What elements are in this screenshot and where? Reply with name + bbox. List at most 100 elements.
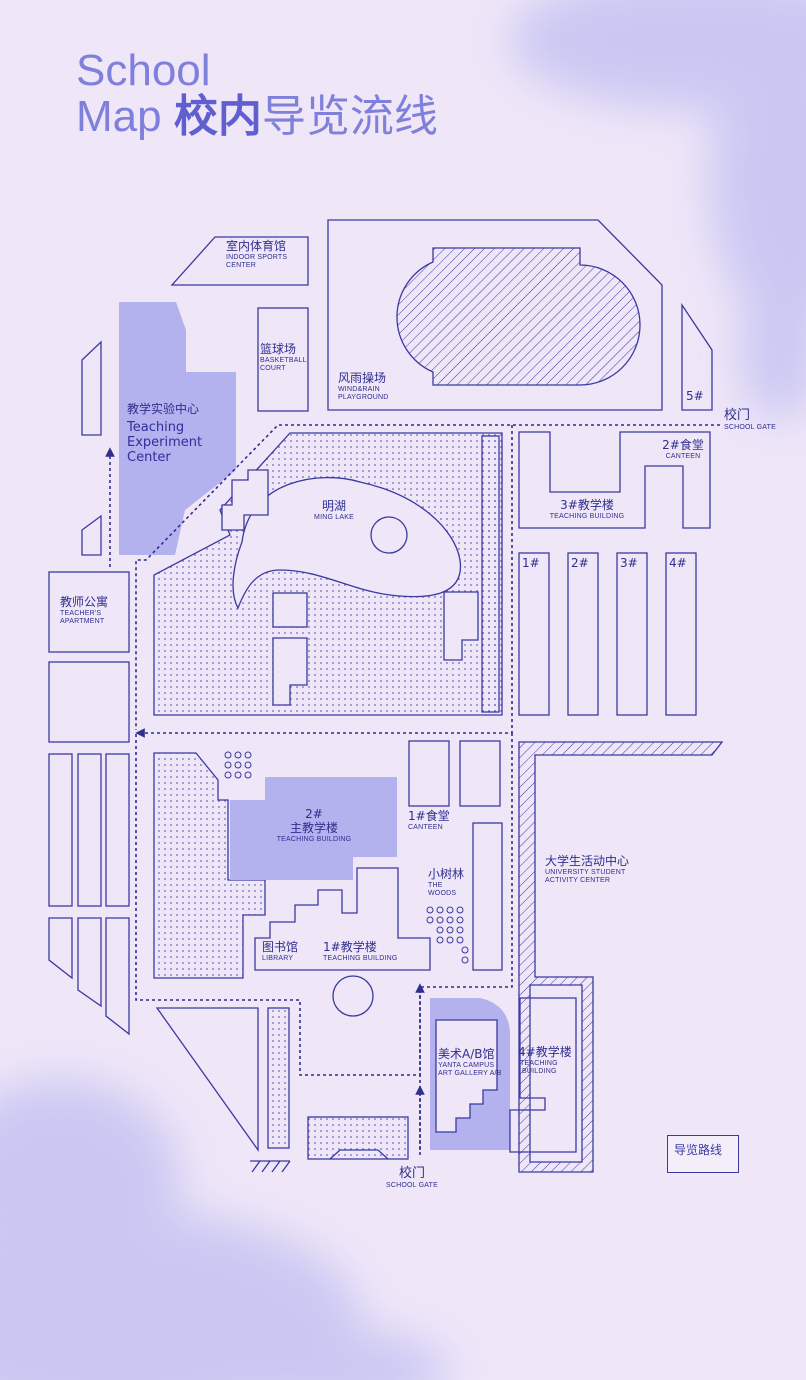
left-row-5	[77, 917, 102, 1008]
gate-building	[307, 1116, 409, 1160]
en: BUILDING	[522, 1067, 557, 1075]
zh: 校门	[724, 408, 751, 423]
en: Center	[127, 449, 171, 465]
label-student-center: 大学生活动中心 UNIVERSITY STUDENT ACTIVITY CENT…	[545, 854, 630, 885]
lake-pavilion	[272, 592, 308, 628]
zh: 3#教学楼	[560, 498, 614, 512]
label-dorm-3: 3#	[620, 556, 638, 570]
en: TEACHING BUILDING	[323, 954, 398, 962]
left-row-4	[48, 917, 73, 980]
label-playground: 风雨操场 WIND&RAIN PLAYGROUND	[338, 371, 389, 402]
tree-column	[481, 435, 500, 713]
label-art-gallery: 美术A/B馆 YANTA CAMPUS ART GALLERY A/B	[438, 1047, 502, 1078]
title-line-1: School	[76, 46, 211, 95]
zh: 2#食堂	[662, 438, 704, 452]
en: LIBRARY	[262, 954, 294, 962]
main-teaching-building-2	[230, 777, 397, 880]
label-basketball: 篮球场 BASKETBALL COURT	[260, 342, 307, 373]
left-row-3	[105, 753, 130, 907]
lake-island	[370, 516, 408, 554]
building-5	[681, 302, 713, 411]
label-teaching-building-3: 3#教学楼 TEACHING BUILDING	[549, 498, 625, 521]
left-row-1	[48, 753, 73, 907]
dorm-4	[665, 552, 697, 716]
zh: 美术A/B馆	[438, 1047, 495, 1061]
dorm-1	[518, 552, 550, 716]
student-activity-center	[518, 741, 724, 1173]
en: APARTMENT	[60, 617, 105, 625]
label-dorm-4: 4#	[669, 556, 687, 570]
en: THE	[428, 881, 443, 889]
title-bold-word: 校内	[173, 92, 262, 141]
label-gate-south: 校门 SCHOOL GATE	[386, 1166, 438, 1190]
zh: 主教学楼	[289, 820, 339, 835]
teaching-experiment-center	[119, 302, 236, 555]
basketball-court	[257, 307, 309, 412]
en: SCHOOL GATE	[386, 1181, 438, 1189]
lake-building-a	[272, 637, 308, 706]
en: TEACHING	[520, 1059, 558, 1067]
label-indoor-sports: 室内体育馆 INDOOR SPORTS CENTER	[226, 239, 288, 270]
title-map-word: Map	[76, 92, 162, 141]
en: UNIVERSITY STUDENT	[545, 868, 626, 876]
label-teaching-building-4: 4#教学楼 TEACHING BUILDING	[518, 1045, 572, 1076]
library-plaza	[332, 975, 374, 1017]
left-small-building-1	[81, 340, 102, 436]
en: CANTEEN	[408, 823, 443, 831]
playground-outline	[327, 219, 663, 411]
label-canteen-2: 2#食堂 CANTEEN	[662, 438, 704, 461]
teaching-building-4	[509, 997, 577, 1153]
zh: 4#教学楼	[518, 1045, 572, 1059]
title-line-2: Map 校内导览流线	[76, 94, 438, 140]
en: Teaching	[127, 419, 185, 435]
legend-label: 导览路线	[674, 1143, 723, 1157]
en: Experiment	[127, 434, 203, 450]
en: PLAYGROUND	[338, 393, 389, 401]
bottom-left-block	[155, 1007, 259, 1153]
zh: 图书馆	[262, 940, 299, 954]
canteen-1-a	[408, 740, 450, 807]
zh: 大学生活动中心	[545, 854, 630, 868]
en: WOODS	[428, 889, 457, 897]
zh: 小树林	[428, 867, 465, 881]
en: TEACHING BUILDING	[549, 512, 625, 520]
bottom-dotted-strip	[267, 1007, 290, 1149]
en: TEACHING BUILDING	[276, 835, 352, 843]
label-dorm-2: 2#	[571, 556, 589, 570]
zh: 教学实验中心	[127, 402, 200, 416]
label-ming-lake: 明湖 MING LAKE	[314, 499, 354, 522]
running-track	[396, 247, 641, 386]
label-teaching-building-1: 1#教学楼 TEACHING BUILDING	[323, 940, 398, 963]
left-building-a	[48, 661, 130, 743]
label-library: 图书馆 LIBRARY	[262, 940, 299, 963]
zh: 室内体育馆	[226, 239, 287, 253]
zh: 1#教学楼	[323, 940, 377, 954]
en: BASKETBALL	[260, 356, 307, 364]
library-teaching-1	[254, 867, 431, 971]
route-legend: 导览路线	[667, 1135, 739, 1173]
en: INDOOR SPORTS	[226, 253, 288, 261]
en: SCHOOL GATE	[724, 423, 776, 431]
dorm-2	[567, 552, 599, 716]
en: ART GALLERY A/B	[438, 1069, 502, 1077]
indoor-sports-building	[170, 236, 309, 286]
teaching-building-3	[518, 431, 711, 529]
zh: 篮球场	[260, 342, 297, 356]
label-canteen-1: 1#食堂 CANTEEN	[408, 809, 450, 832]
zh: 2#	[305, 807, 323, 821]
lake-building-steps	[221, 469, 269, 531]
woods-trees	[224, 751, 469, 964]
label-teaching-experiment: 教学实验中心 Teaching Experiment Center	[127, 402, 203, 466]
dorm-3	[616, 552, 648, 716]
zh: 教师公寓	[60, 595, 109, 609]
left-small-building-2	[81, 514, 102, 556]
gate-steps	[250, 1160, 291, 1173]
art-gallery-inner	[435, 1019, 498, 1133]
map-title: School Map 校内导览流线	[76, 48, 438, 140]
teachers-apartment	[48, 571, 130, 653]
zh: 风雨操场	[338, 371, 387, 385]
gate-notch	[329, 1149, 389, 1160]
left-row-6	[105, 917, 130, 1036]
